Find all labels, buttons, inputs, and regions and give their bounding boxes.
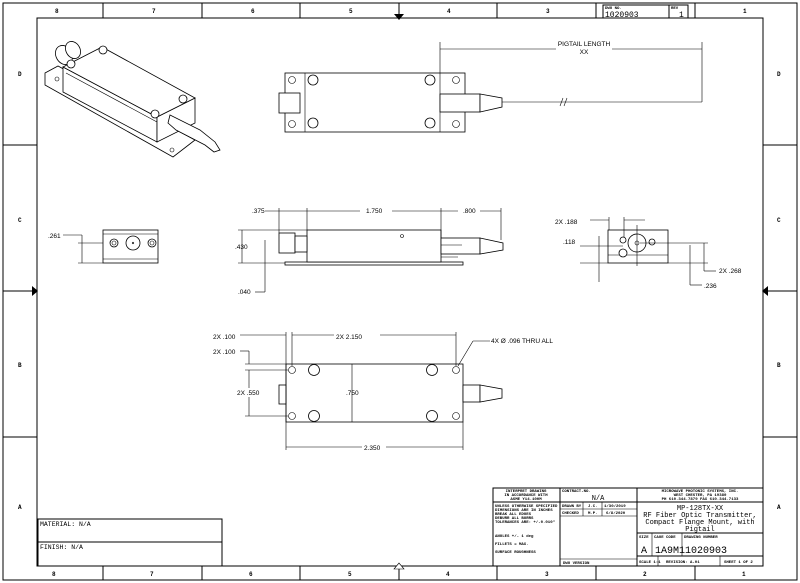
zone-dividers <box>3 3 797 580</box>
end-view-right: 2X .188 .118 2X .268 .236 <box>555 217 742 290</box>
zone-labels-side: D C B A D C B A <box>18 71 781 511</box>
title-block: INTERPRET DRAWING IN ACCORDANCE WITH ASM… <box>492 487 764 567</box>
end-view-left: .261 <box>48 229 159 264</box>
svg-text:SIZE: SIZE <box>639 536 649 540</box>
dim-2x-100-top: 2X .100 <box>213 334 236 341</box>
svg-text:IN ACCORDANCE WITH: IN ACCORDANCE WITH <box>504 494 548 498</box>
svg-text:FILLETS = MAX.: FILLETS = MAX. <box>495 543 529 547</box>
dim-1750: 1.750 <box>366 208 383 215</box>
svg-text:REV: REV <box>671 7 679 11</box>
dim-040: .040 <box>238 289 251 296</box>
svg-text:PH 610.344.7879 FAX 610.344.71: PH 610.344.7879 FAX 610.344.7133 <box>662 498 739 502</box>
dim-2x-188: 2X .188 <box>555 219 578 226</box>
svg-text:3: 3 <box>545 571 549 578</box>
svg-text:7: 7 <box>152 8 156 15</box>
dim-800: .800 <box>463 208 476 215</box>
dim-118: .118 <box>563 239 576 246</box>
svg-text:Pigtail: Pigtail <box>685 526 714 534</box>
svg-text:7: 7 <box>150 571 154 578</box>
svg-text:CONTRACT-NO.: CONTRACT-NO. <box>562 490 591 494</box>
svg-text:ANGLES +/- 1 deg: ANGLES +/- 1 deg <box>495 534 534 539</box>
svg-text:6/8/2020: 6/8/2020 <box>606 511 626 516</box>
svg-text:6: 6 <box>251 8 255 15</box>
svg-text:DRAWN BY: DRAWN BY <box>562 505 582 509</box>
svg-text:4: 4 <box>447 8 451 15</box>
svg-text:8: 8 <box>55 8 59 15</box>
drawing-number: 1020903 <box>685 546 727 557</box>
svg-text:1A9M1: 1A9M1 <box>655 546 685 557</box>
svg-text:SCALE 1:1: SCALE 1:1 <box>639 561 661 565</box>
zone-labels-bottom: 8 7 6 5 4 3 2 1 <box>52 571 746 578</box>
centering-arrows <box>32 14 768 570</box>
svg-text:MICROWAVE PHOTONIC SYSTEMS, IN: MICROWAVE PHOTONIC SYSTEMS, INC. <box>662 490 739 494</box>
svg-text:8: 8 <box>52 571 56 578</box>
svg-text:1/30/2019: 1/30/2019 <box>604 504 626 509</box>
corner-dwg-box: DWG NO. 1020903 REV 1 <box>602 4 689 20</box>
svg-text:C: C <box>18 217 22 224</box>
svg-text:B: B <box>18 362 22 369</box>
svg-text:DEBURR ALL BURRS: DEBURR ALL BURRS <box>495 517 534 521</box>
svg-text:A: A <box>18 504 22 511</box>
dim-375: .375 <box>252 208 265 215</box>
svg-text:TOLERANCES ARE: +/-0.010": TOLERANCES ARE: +/-0.010" <box>495 520 555 525</box>
dim-750: .750 <box>346 390 359 397</box>
svg-text:DWG VERSION: DWG VERSION <box>563 562 590 566</box>
svg-text:SURFACE ROUGHNESS: SURFACE ROUGHNESS <box>495 551 536 555</box>
svg-text:2: 2 <box>643 571 647 578</box>
finish-label: FINISH: N/A <box>40 544 83 551</box>
svg-text:ASME Y14.100M: ASME Y14.100M <box>510 498 542 502</box>
svg-text:1: 1 <box>743 8 747 15</box>
svg-text:A: A <box>641 546 647 557</box>
pigtail-length-label: PIGTAIL LENGTH <box>558 41 611 48</box>
svg-text:UNLESS OTHERWISE SPECIFIED: UNLESS OTHERWISE SPECIFIED <box>495 505 558 509</box>
svg-text:RF Fiber Optic Transmitter,: RF Fiber Optic Transmitter, <box>643 512 756 520</box>
dim-2x-268: 2X .268 <box>719 268 742 275</box>
svg-text:REVISION: A-01: REVISION: A-01 <box>666 561 700 565</box>
top-view: PIGTAIL LENGTH XX <box>278 40 703 133</box>
svg-text:CHECKED: CHECKED <box>562 512 579 516</box>
svg-text:M.P.: M.P. <box>588 512 598 516</box>
svg-text:DRAWING NUMBER: DRAWING NUMBER <box>684 536 718 540</box>
svg-text:INTERPRET DRAWING: INTERPRET DRAWING <box>506 490 547 494</box>
svg-text:CAGE CODE: CAGE CODE <box>654 536 676 540</box>
dim-2350: 2.350 <box>364 445 381 452</box>
dim-236: .236 <box>704 283 717 290</box>
svg-text:5: 5 <box>348 571 352 578</box>
svg-text:C: C <box>777 217 781 224</box>
svg-text:Compact Flange Mount, with: Compact Flange Mount, with <box>645 519 754 527</box>
svg-text:D: D <box>18 71 22 78</box>
bottom-view: 2X .100 2X .100 2X 2.150 2X .550 .750 2.… <box>213 331 553 452</box>
svg-text:1020903: 1020903 <box>605 11 639 20</box>
dim-2x-100-side: 2X .100 <box>213 349 236 356</box>
svg-text:3: 3 <box>546 8 550 15</box>
pigtail-length-value: XX <box>580 49 589 56</box>
svg-text:5: 5 <box>349 8 353 15</box>
svg-text:4: 4 <box>446 571 450 578</box>
hole-callout: 4X Ø .096 THRU ALL <box>491 338 553 345</box>
svg-text:6: 6 <box>249 571 253 578</box>
isometric-view <box>44 41 221 158</box>
zone-labels-top: 8 7 6 5 4 3 1 <box>55 8 747 15</box>
svg-text:B: B <box>777 362 781 369</box>
svg-text:DWG NO.: DWG NO. <box>605 7 622 11</box>
material-finish-block: MATERIAL: N/A FINISH: N/A <box>37 518 223 567</box>
svg-text:DIMENSIONS ARE IN INCHES: DIMENSIONS ARE IN INCHES <box>495 509 553 513</box>
dim-261: .261 <box>48 233 61 240</box>
svg-text:1: 1 <box>679 11 684 20</box>
svg-text:1: 1 <box>742 571 746 578</box>
material-label: MATERIAL: N/A <box>40 521 91 528</box>
side-view: .375 1.750 .800 .430 .040 <box>235 205 504 296</box>
svg-text:N/A: N/A <box>592 495 605 503</box>
dim-430: .430 <box>235 244 248 251</box>
svg-text:WEST CHESTER, PA 19380: WEST CHESTER, PA 19380 <box>674 494 727 498</box>
svg-text:BREAK ALL EDGES: BREAK ALL EDGES <box>495 513 532 517</box>
svg-text:SHEET 1 OF 2: SHEET 1 OF 2 <box>724 561 753 565</box>
svg-text:A: A <box>777 504 781 511</box>
part-number: MP-128TX-XX <box>677 505 724 513</box>
dim-2x-2150: 2X 2.150 <box>336 334 362 341</box>
svg-text:J.C.: J.C. <box>588 505 598 509</box>
svg-text:D: D <box>777 71 781 78</box>
dim-2x-550: 2X .550 <box>237 390 260 397</box>
